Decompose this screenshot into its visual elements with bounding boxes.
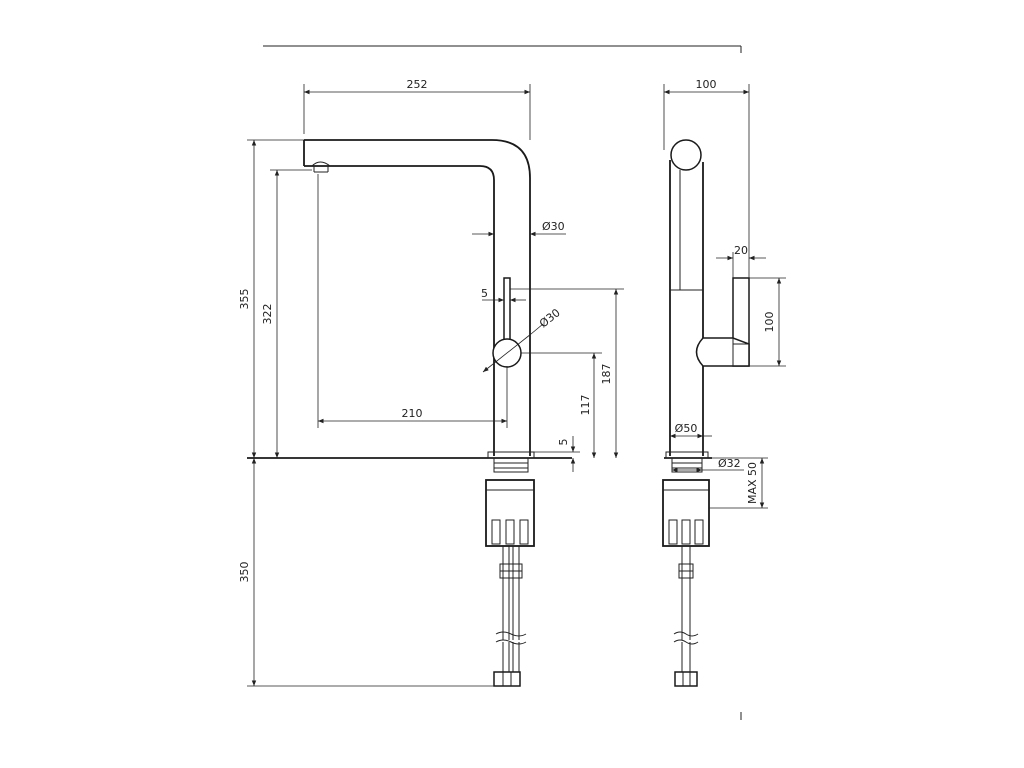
dim-max-deck: MAX 50 <box>709 457 768 509</box>
dim-outlet-height: 322 <box>261 169 312 458</box>
dim-lever-diameter: Ø30 <box>482 306 563 373</box>
dim-spout-projection: 210 <box>317 174 508 428</box>
dim-lever-diameter-label: Ø30 <box>537 306 563 330</box>
dim-shank-diameter-label: Ø32 <box>718 457 741 470</box>
dim-handle-width-label: 20 <box>734 244 748 257</box>
side-faucet-outline <box>669 139 704 456</box>
dim-handle-height-label: 100 <box>763 312 776 333</box>
dim-lever-center-height: 117 <box>521 352 602 458</box>
side-hoses <box>673 546 699 687</box>
front-base-ring <box>487 451 535 473</box>
front-view: 252 Ø30 5 Ø30 355 32 <box>238 78 624 687</box>
front-lever <box>492 277 522 368</box>
dim-overall-reach-label: 252 <box>407 78 428 91</box>
dim-body-diameter: Ø50 <box>670 422 712 439</box>
dim-handle-height: 100 <box>749 277 786 367</box>
side-handle <box>695 277 750 367</box>
dim-hose-length-label: 350 <box>238 562 251 583</box>
dim-depth: 100 <box>663 78 750 278</box>
dim-spout-diameter: Ø30 <box>472 220 566 237</box>
dim-body-diameter-label: Ø50 <box>675 422 698 435</box>
dim-lever-thickness: 5 <box>481 287 526 303</box>
dim-max-deck-label: MAX 50 <box>746 462 759 504</box>
side-view: 100 20 100 Ø50 Ø32 <box>662 78 786 687</box>
dim-depth-label: 100 <box>696 78 717 91</box>
dim-overall-height: 355 <box>238 139 304 458</box>
side-base-ring <box>665 451 709 473</box>
side-mounting-nut <box>662 479 710 547</box>
dim-overall-reach: 252 <box>303 78 531 140</box>
front-faucet-outline <box>303 139 531 456</box>
dim-spout-projection-label: 210 <box>402 407 423 420</box>
dim-lever-center-height-label: 117 <box>579 395 592 416</box>
front-mounting-nut <box>485 479 535 547</box>
front-hoses <box>493 546 527 687</box>
dim-base-ring-label: 5 <box>557 439 570 446</box>
dim-shank-diameter: Ø32 <box>672 457 744 473</box>
dim-outlet-height-label: 322 <box>261 304 274 325</box>
dim-hose-length: 350 <box>238 458 494 687</box>
dim-lever-top-height: 187 <box>510 288 624 458</box>
frame-top-line <box>263 45 742 53</box>
dim-spout-diameter-label: Ø30 <box>542 220 565 233</box>
dim-lever-thickness-label: 5 <box>481 287 488 300</box>
dim-lever-top-height-label: 187 <box>600 364 613 385</box>
dim-base-ring: 5 <box>534 436 580 472</box>
dim-overall-height-label: 355 <box>238 289 251 310</box>
dim-handle-width: 20 <box>716 244 766 278</box>
